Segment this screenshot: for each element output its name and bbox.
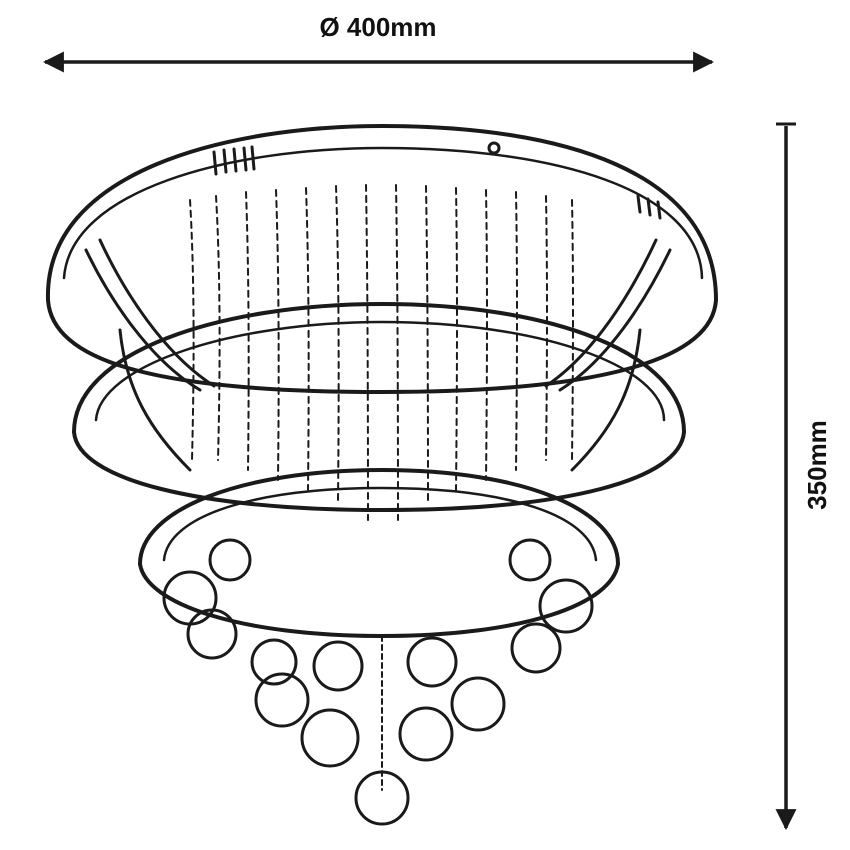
middle-ring [72,302,686,512]
height-dimension: 350mm [775,122,832,831]
support-struts [84,238,672,472]
diameter-label: Ø 400mm [319,12,436,42]
lamp-illustration [45,124,718,826]
crystal-balls [162,538,594,826]
vent-slots [212,141,662,220]
crystal-strands [189,184,574,791]
height-label: 350mm [802,420,832,510]
diameter-dimension: Ø 400mm [42,12,715,73]
base-ring [45,124,718,394]
